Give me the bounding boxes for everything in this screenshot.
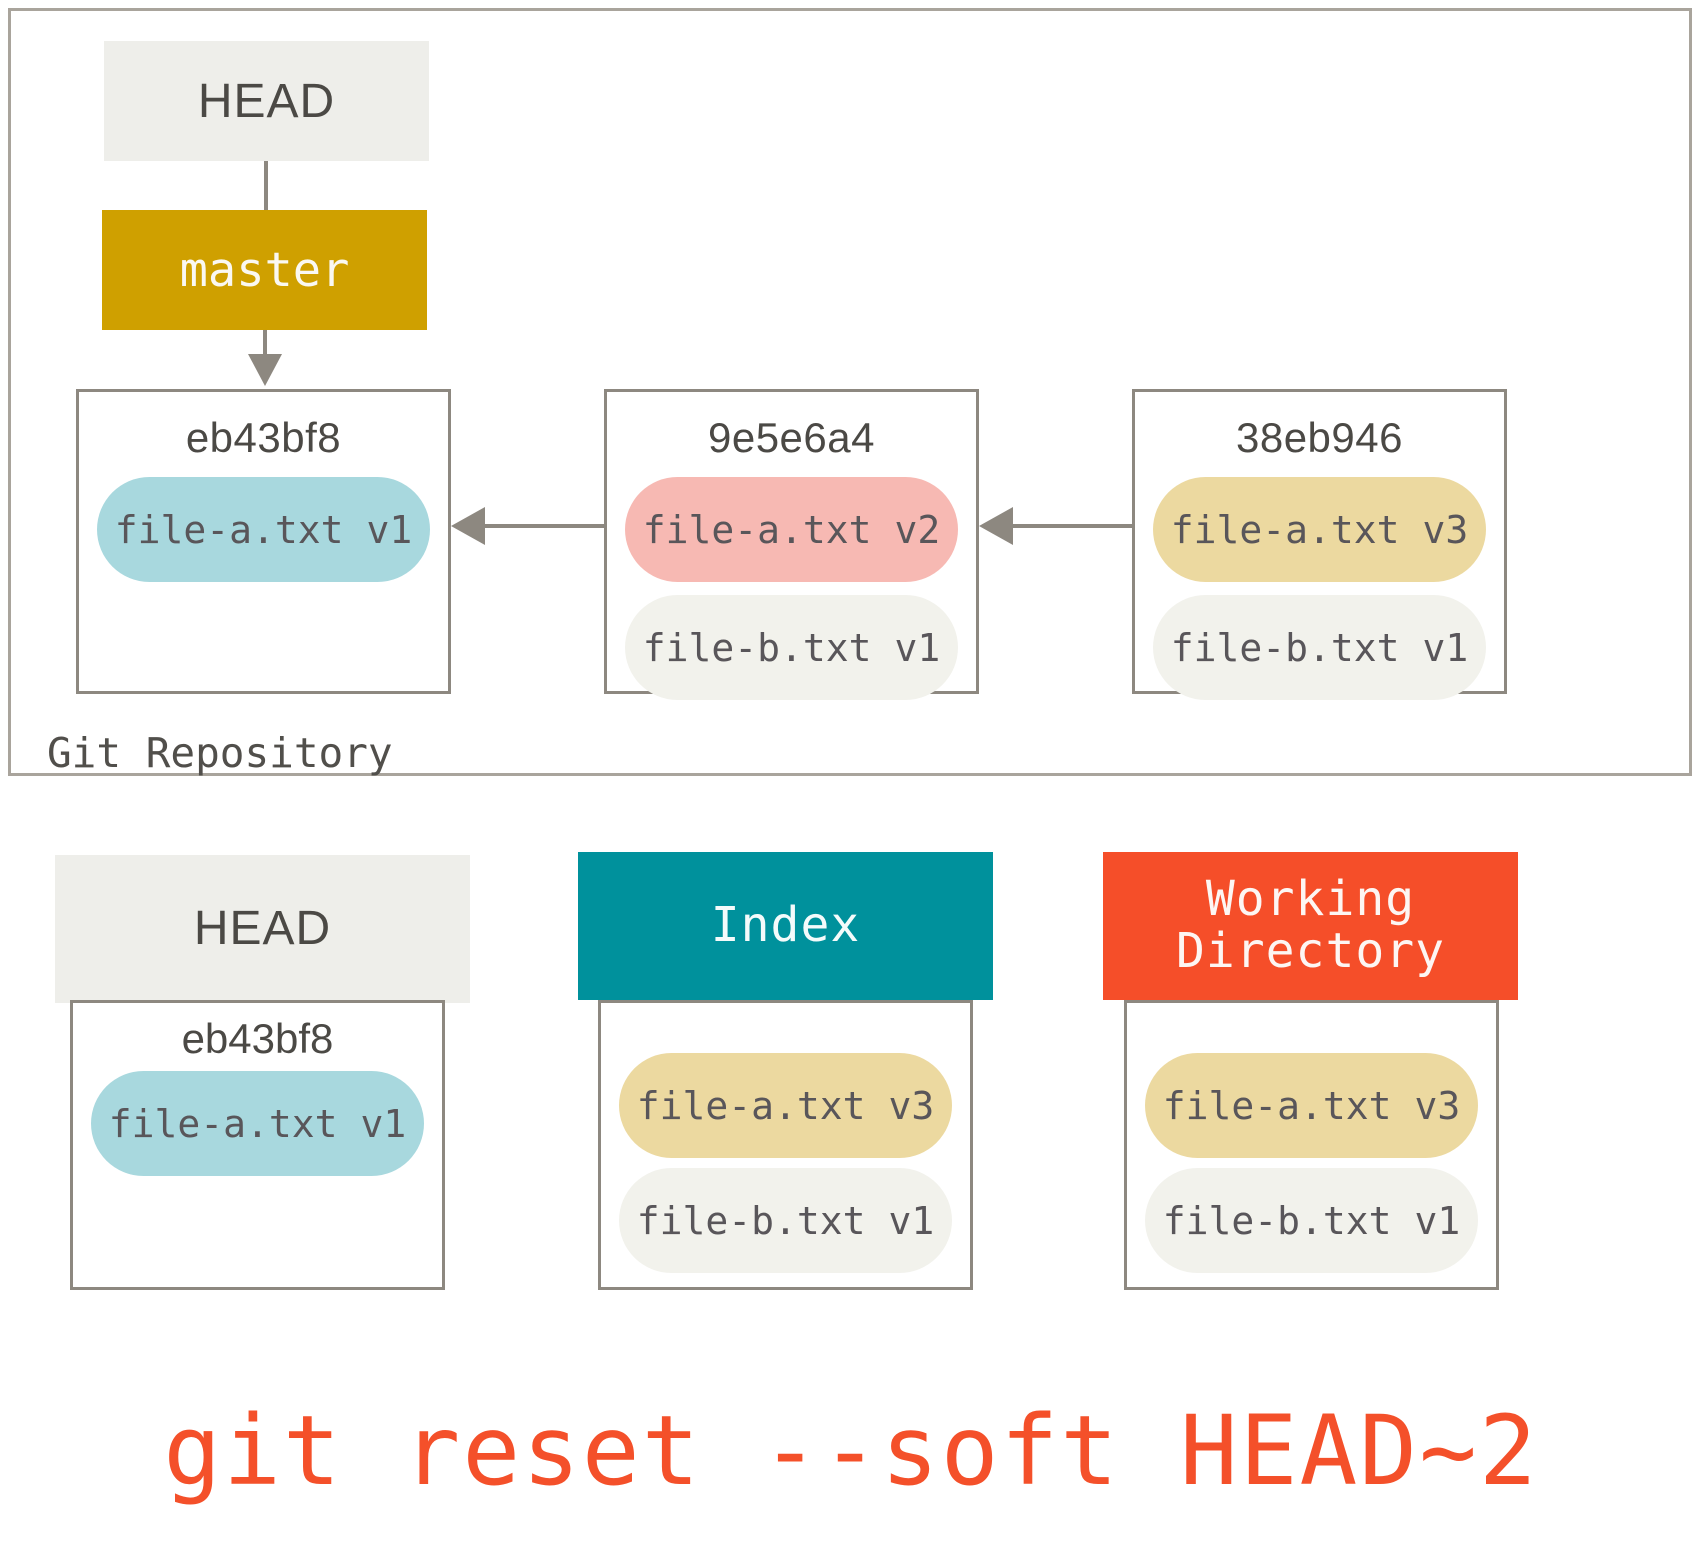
head-pointer-box: HEAD	[104, 41, 429, 161]
file-pill: file-b.txt v1	[1145, 1168, 1478, 1273]
head-to-master-connector	[264, 161, 268, 210]
file-pill-label: file-a.txt v1	[114, 507, 413, 552]
panel-header-working-directory-label: Working Directory	[1175, 871, 1446, 979]
file-pill: file-a.txt v1	[91, 1071, 424, 1176]
git-repository-label: Git Repository	[47, 729, 393, 777]
master-to-commit-connector	[263, 330, 267, 366]
commit-link-3-to-2	[1009, 524, 1134, 528]
git-command-text: git reset --soft HEAD~2	[163, 1395, 1539, 1507]
commit-link-2-to-1	[481, 524, 606, 528]
panel-header-head-label: HEAD	[193, 902, 332, 956]
file-pill-label: file-a.txt v3	[1170, 507, 1469, 552]
git-repository-container: HEAD master eb43bf8 file-a.txt v1 9e5e6a…	[8, 8, 1692, 777]
file-pill: file-b.txt v1	[625, 595, 958, 700]
file-pill-label: file-b.txt v1	[1170, 625, 1469, 670]
panel-header-index: Index	[578, 852, 993, 1000]
commit-hash: 9e5e6a4	[707, 414, 875, 461]
panel-body-head: eb43bf8 file-a.txt v1	[70, 1000, 445, 1290]
commit-box-9e5e6a4: 9e5e6a4 file-a.txt v2 file-b.txt v1	[604, 389, 979, 700]
panel-body-working-directory: file-a.txt v3 file-b.txt v1	[1124, 1000, 1499, 1290]
file-pill: file-b.txt v1	[619, 1168, 952, 1273]
panel-commit-hash: eb43bf8	[181, 1015, 334, 1062]
commit-box-38eb946: 38eb946 file-a.txt v3 file-b.txt v1	[1132, 389, 1507, 700]
file-pill-label: file-b.txt v1	[636, 1198, 935, 1243]
file-pill-label: file-a.txt v3	[1162, 1083, 1461, 1128]
commit-hash: 38eb946	[1235, 414, 1403, 461]
panel-header-index-label: Index	[710, 897, 861, 954]
file-pill-label: file-b.txt v1	[1162, 1198, 1461, 1243]
file-pill: file-a.txt v1	[97, 477, 430, 582]
commit-link-3-to-2-arrowhead	[979, 507, 1013, 545]
commit-box-eb43bf8: eb43bf8 file-a.txt v1	[76, 389, 451, 694]
file-pill: file-a.txt v3	[1153, 477, 1486, 582]
panel-header-working-directory: Working Directory	[1103, 852, 1518, 1000]
panel-body-index: file-a.txt v3 file-b.txt v1	[598, 1000, 973, 1290]
file-pill: file-a.txt v3	[619, 1053, 952, 1158]
file-pill: file-a.txt v3	[1145, 1053, 1478, 1158]
commit-hash: eb43bf8	[185, 414, 342, 461]
file-pill-label: file-b.txt v1	[642, 625, 941, 670]
master-branch-box: master	[102, 210, 427, 330]
file-pill-label: file-a.txt v3	[636, 1083, 935, 1128]
master-to-commit-arrowhead	[248, 354, 282, 386]
panel-header-head: HEAD	[55, 855, 470, 1003]
file-pill: file-a.txt v2	[625, 477, 958, 582]
file-pill: file-b.txt v1	[1153, 595, 1486, 700]
master-branch-label: master	[179, 242, 350, 298]
file-pill-label: file-a.txt v1	[108, 1101, 407, 1146]
file-pill-label: file-a.txt v2	[642, 507, 941, 552]
commit-link-2-to-1-arrowhead	[451, 507, 485, 545]
head-pointer-label: HEAD	[197, 74, 336, 128]
